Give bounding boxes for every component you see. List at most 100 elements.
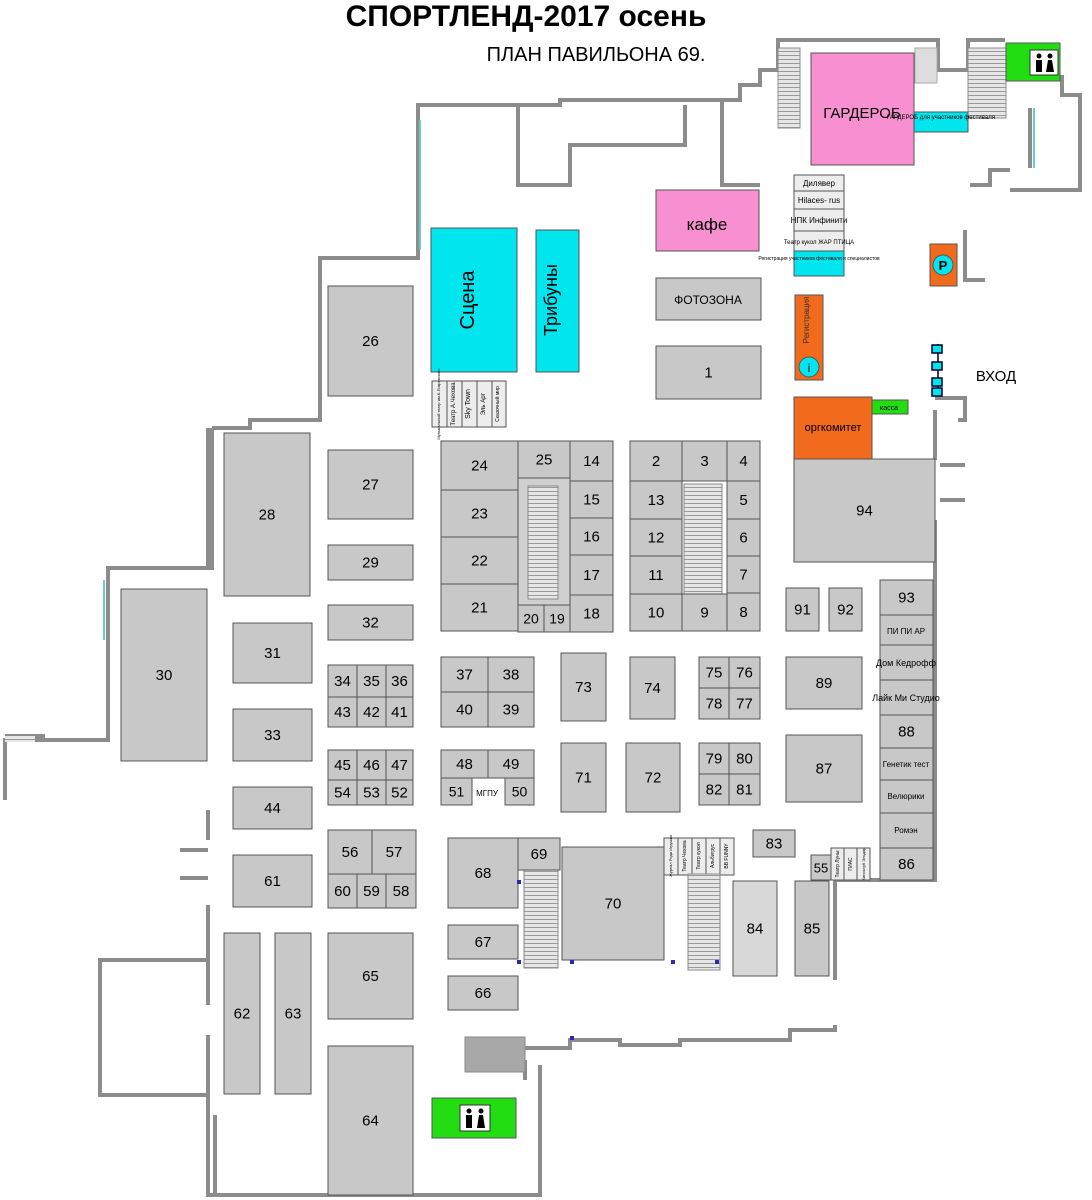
booth-48 xyxy=(440,749,489,779)
label-tribunes: Трибуны xyxy=(541,264,561,336)
booth-71 xyxy=(560,742,607,813)
booth-label-85: 85 xyxy=(804,921,821,938)
booth-50 xyxy=(504,777,535,806)
booth-51 xyxy=(440,777,473,806)
booth-59 xyxy=(356,873,387,909)
booth-36 xyxy=(385,664,414,698)
booth-label-28: 28 xyxy=(259,507,276,524)
label-top-list-0: Дилявер xyxy=(803,179,835,188)
booth-label-1: 1 xyxy=(704,365,712,382)
booth-4 xyxy=(726,440,761,482)
label-top-list-1: Hilaces- rus xyxy=(798,196,840,205)
booth-78 xyxy=(698,687,730,720)
label-right-0: ПИ ПИ АР xyxy=(887,627,925,636)
label-top-list-3: Театр кукол ЖАР ПТИЦА xyxy=(784,240,854,246)
booth-label-37: 37 xyxy=(456,667,473,684)
booth-label-72: 72 xyxy=(645,770,662,787)
zones xyxy=(430,42,1061,1139)
booth-91 xyxy=(785,587,820,632)
booth-8 xyxy=(726,592,761,632)
booth-54 xyxy=(327,779,358,806)
booth-label-14: 14 xyxy=(583,453,600,470)
booth-label-82: 82 xyxy=(706,782,723,799)
booth-label-86: 86 xyxy=(898,856,915,873)
booth-label-5: 5 xyxy=(739,492,747,509)
page-title: СПОРТЛЕНД-2017 осень xyxy=(345,0,707,33)
booth-label-66: 66 xyxy=(475,985,492,1002)
booth-49 xyxy=(487,749,535,779)
booth-label-16: 16 xyxy=(583,529,600,546)
booth-label-49: 49 xyxy=(503,756,520,773)
label-center-top-3: Альбигрус xyxy=(710,844,716,869)
booth-7 xyxy=(726,555,761,594)
label-center-top-4: BB FUNNY xyxy=(724,843,730,869)
booth-label-67: 67 xyxy=(475,934,492,951)
booth-label-91: 91 xyxy=(794,602,811,619)
booth-label-40: 40 xyxy=(456,702,473,719)
booth-24 xyxy=(440,440,519,491)
booth-label-24: 24 xyxy=(471,458,488,475)
booth-15 xyxy=(569,480,614,519)
booth-label-39: 39 xyxy=(503,702,520,719)
label-stage-side-3: Эль Арт xyxy=(481,393,487,416)
booth-80 xyxy=(728,742,761,775)
label-near86-0: Театр Луны xyxy=(835,850,841,877)
booth-70 xyxy=(561,846,665,961)
label-right-1: Дом Кедрофф xyxy=(876,658,937,668)
booth-label-32: 32 xyxy=(362,615,379,632)
booth-label-57: 57 xyxy=(386,844,403,861)
booth-33 xyxy=(232,708,313,762)
booth-label-52: 52 xyxy=(391,785,408,802)
booth-87 xyxy=(785,734,863,803)
booth-11 xyxy=(629,555,683,595)
label-stage-side-0: Музыкальный театр им.Б.Покровского xyxy=(436,368,441,440)
booth-label-8: 8 xyxy=(739,604,747,621)
center-top-booths xyxy=(663,837,735,876)
booth-label-44: 44 xyxy=(264,800,281,817)
label-right-2: Лайк Ми Студио xyxy=(872,693,940,703)
label-cashier: касса xyxy=(880,405,898,412)
labels: ГАРДЕРОБ ГАРДЕРОБ для участников фестива… xyxy=(436,105,1016,880)
booth-label-34: 34 xyxy=(334,673,351,690)
label-cafe: кафе xyxy=(687,215,728,234)
booth-label-76: 76 xyxy=(736,665,753,682)
booth-label-13: 13 xyxy=(648,492,665,509)
booth-label-61: 61 xyxy=(264,873,281,890)
booth-label-92: 92 xyxy=(837,602,854,619)
label-center-top-0: Журнал Роди Игрушки xyxy=(668,835,673,877)
booth-72 xyxy=(625,742,681,813)
booth-label-2: 2 xyxy=(652,453,660,470)
booth-73 xyxy=(560,652,607,722)
booth-6 xyxy=(726,518,761,557)
booth-84 xyxy=(732,880,778,977)
booth-label-84: 84 xyxy=(747,921,764,938)
booth-label-74: 74 xyxy=(644,680,661,697)
booth-label-20: 20 xyxy=(523,611,539,627)
booth-label-50: 50 xyxy=(512,784,528,800)
booth-label-58: 58 xyxy=(393,883,410,900)
near-86-booths xyxy=(830,847,871,881)
booth-16 xyxy=(569,517,614,556)
booth-76 xyxy=(728,656,761,689)
booth-label-18: 18 xyxy=(583,606,600,623)
booth-88 xyxy=(879,714,934,749)
booth-label-7: 7 xyxy=(739,567,747,584)
label-registration: Регистрация xyxy=(802,297,811,344)
booth-55 xyxy=(810,854,832,881)
booth-89 xyxy=(785,656,863,710)
booth-74 xyxy=(629,656,676,720)
booth-52 xyxy=(385,779,414,806)
booth-label-25: 25 xyxy=(536,452,553,469)
label-wardrobe-participants: ГАРДЕРОБ для участников фестиваля xyxy=(887,115,995,121)
booth-38 xyxy=(487,656,535,693)
booth-63 xyxy=(274,932,312,1095)
booth-label-81: 81 xyxy=(736,782,753,799)
booth-label-59: 59 xyxy=(363,883,380,900)
booth-12 xyxy=(629,518,683,557)
top-booth-list xyxy=(793,174,845,252)
label-stage-side-4: Сказочный мир xyxy=(494,386,501,422)
booth-label-35: 35 xyxy=(363,673,380,690)
booth-label-71: 71 xyxy=(575,770,592,787)
booth-label-17: 17 xyxy=(583,567,600,584)
